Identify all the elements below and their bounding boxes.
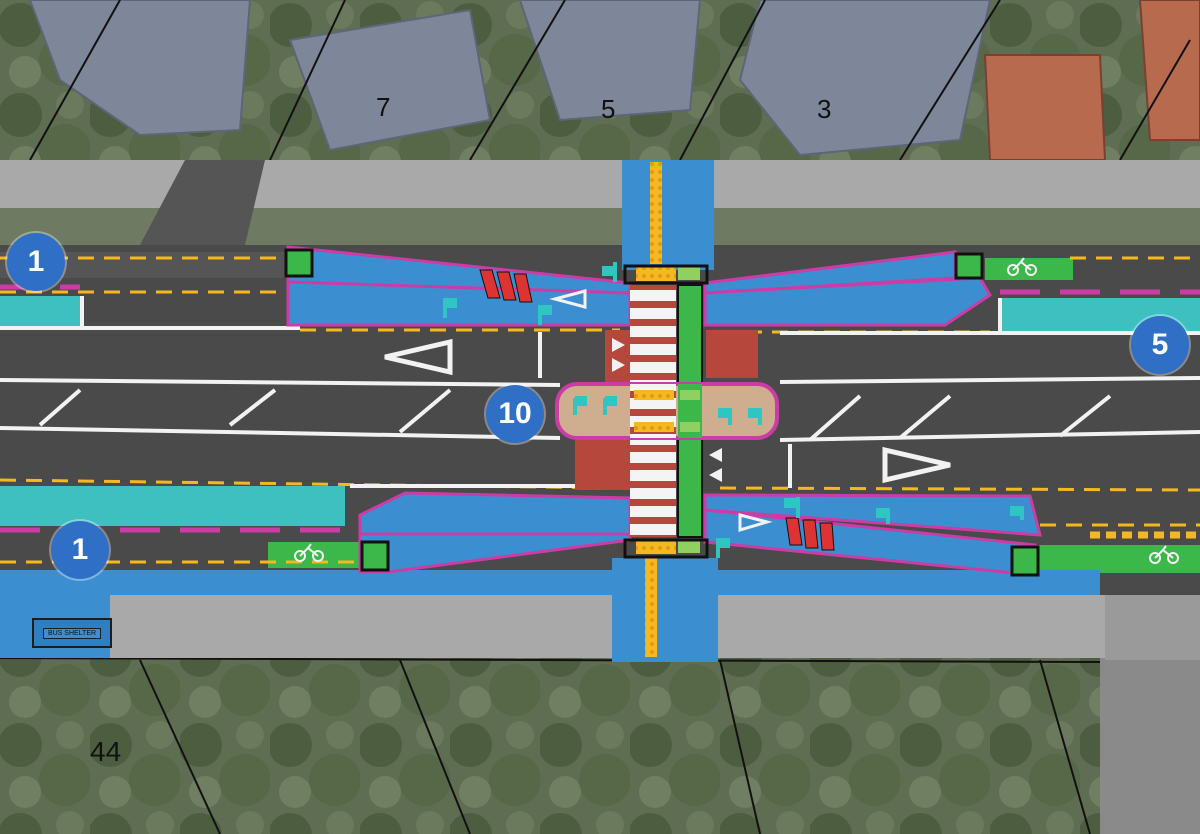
- bus-lane-sw: [0, 486, 345, 526]
- lot-boundaries-north: [29, 0, 1191, 161]
- separator-island-sw2: [358, 532, 632, 574]
- vehicle-crossing-north: [140, 160, 265, 245]
- crossing-approach-north: [622, 160, 714, 270]
- aerial-south: [0, 655, 1200, 834]
- teal-signs: [443, 262, 1024, 558]
- separator-island-ne2: [703, 276, 993, 327]
- marker-5-right[interactable]: 5: [1131, 316, 1189, 374]
- cycle-lane-se: [1035, 545, 1200, 573]
- lot-number-7: 7: [376, 92, 391, 122]
- bus-shelter: BUS SHELTER: [32, 618, 112, 648]
- crossing-kerb-s: [623, 538, 709, 559]
- houses-north: [28, 0, 1200, 161]
- lot-number-5: 5: [601, 94, 616, 124]
- small-give-way: [549, 289, 773, 533]
- lane-lines: [0, 288, 1200, 488]
- bus-shelter-label: BUS SHELTER: [42, 627, 102, 639]
- bus-lane-w: [0, 296, 82, 330]
- bicycle-symbols: [294, 257, 1179, 564]
- red-surface-nw: [605, 330, 630, 382]
- marker-1-bottom[interactable]: 1: [51, 521, 109, 579]
- separator-island-sw: [358, 491, 632, 536]
- lot-number-44: 44: [90, 736, 122, 767]
- footpath-south: [0, 592, 1105, 658]
- red-surface-n: [706, 330, 758, 378]
- marker-1-top[interactable]: 1: [7, 233, 65, 291]
- driveway-south: [1100, 655, 1200, 834]
- crossing-kerb-n: [623, 264, 709, 285]
- red-bars: [479, 269, 835, 551]
- red-surface-s: [575, 440, 630, 490]
- raised-platform-south: [0, 570, 1100, 595]
- median-hatching: [38, 388, 1112, 442]
- crossing-chevrons: [612, 338, 722, 482]
- lot-boundaries-south: [0, 657, 1101, 834]
- tactile-pavers: [634, 162, 676, 657]
- cycle-stop-boxes: [284, 248, 1040, 577]
- cycle-tactile: [678, 267, 700, 553]
- give-way-markings: [384, 338, 951, 484]
- lot-number-3: 3: [817, 94, 832, 124]
- marker-10-median[interactable]: 10: [486, 385, 544, 443]
